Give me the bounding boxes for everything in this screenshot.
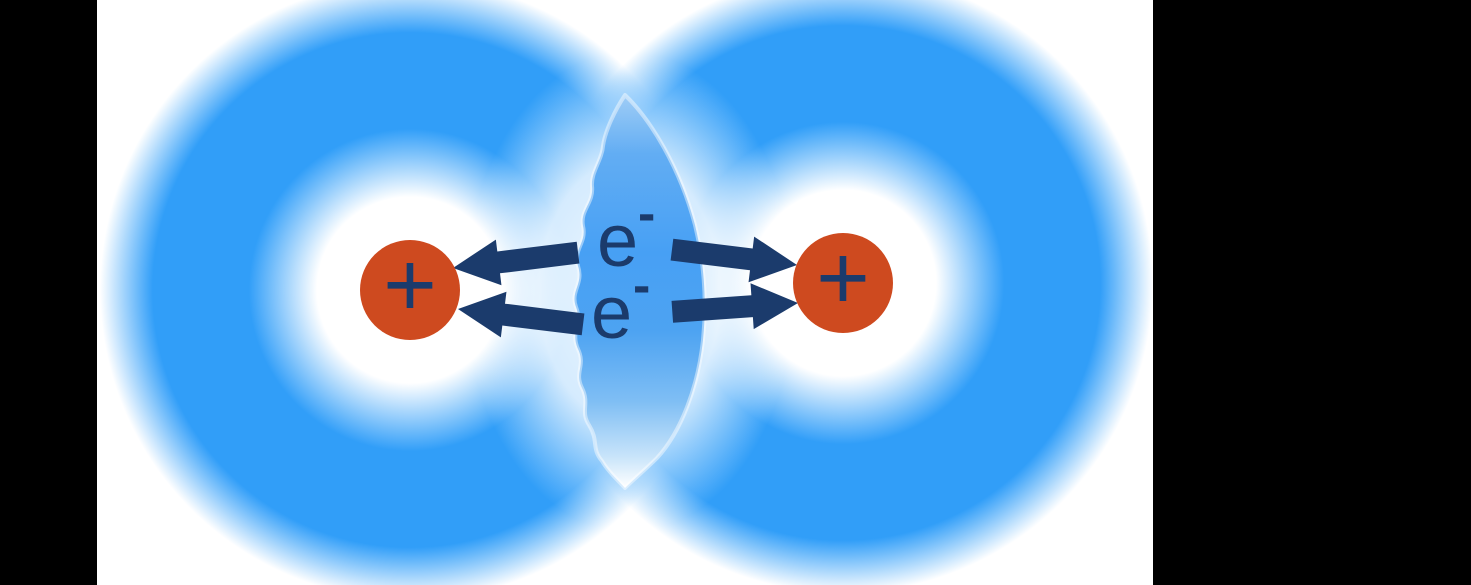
- electron-label-bottom: e: [591, 271, 632, 354]
- orbital-overlap-lens: [572, 93, 707, 490]
- electron-label-bottom-minus: -: [633, 257, 650, 315]
- left-letterbox-bar: [0, 0, 97, 585]
- electron-label-top: e: [597, 199, 638, 282]
- nucleus-left: [360, 240, 460, 340]
- nucleus-left-plus-label: +: [383, 234, 437, 336]
- nucleus-right-plus-label: +: [816, 227, 870, 329]
- electron-labels: e - e -: [591, 185, 655, 354]
- diagram-canvas: + + e - e -: [97, 0, 1153, 585]
- nucleus-right: [793, 233, 893, 333]
- covalent-bond-svg: + + e - e -: [100, 0, 1153, 585]
- electron-label-top-minus: -: [638, 185, 655, 243]
- right-letterbox-bar: [1153, 0, 1471, 585]
